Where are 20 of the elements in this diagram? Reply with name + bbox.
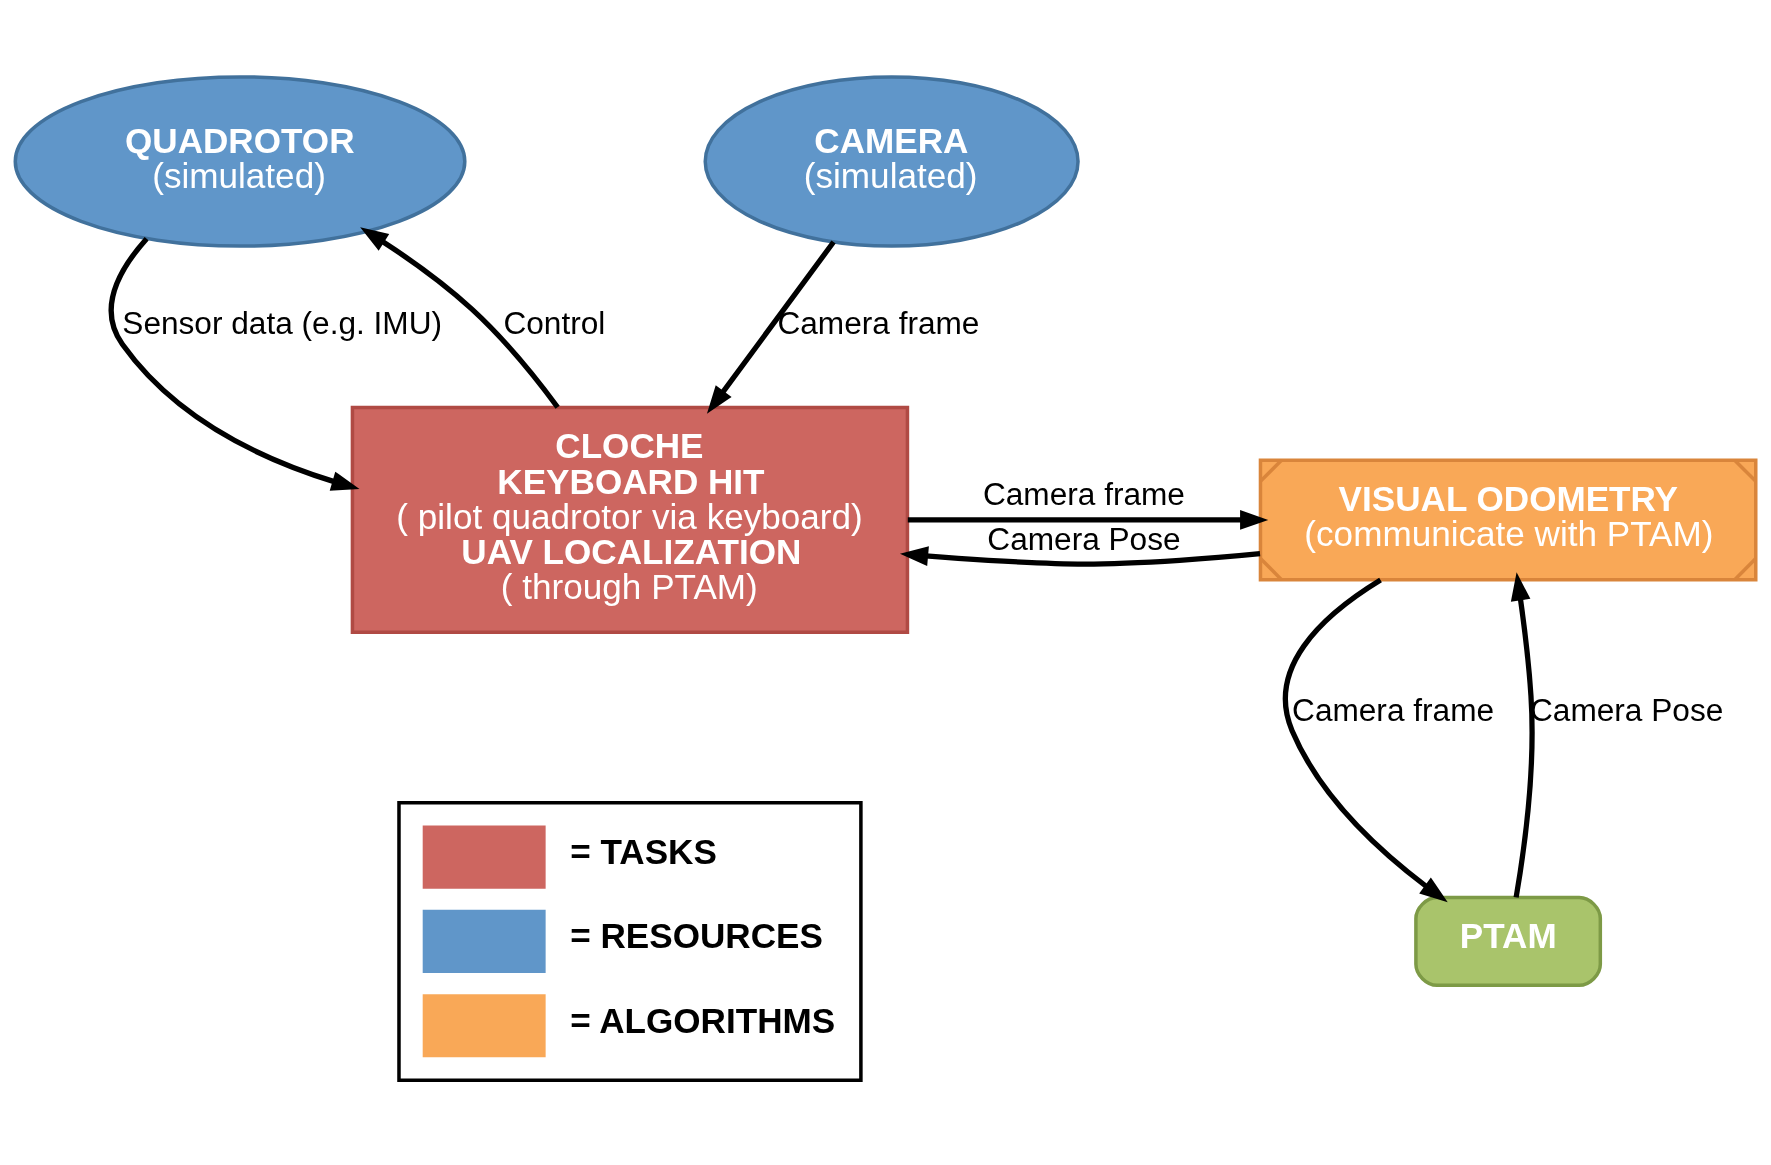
arrow	[706, 239, 836, 414]
node-box: PTAM	[1414, 895, 1603, 987]
legend-label: = ALGORITHMS	[570, 1000, 836, 1040]
node-ellipse: CAMERA (simulated)	[703, 74, 1080, 248]
edge-label: Control	[503, 304, 606, 341]
arrow	[1282, 577, 1448, 902]
arrow	[360, 226, 560, 409]
edge-label: Camera Pose	[987, 520, 1181, 557]
arrow	[907, 509, 1269, 530]
edge-label: Camera frame	[777, 304, 980, 341]
arrow	[1510, 571, 1535, 898]
legend-label: = RESOURCES	[570, 915, 823, 955]
node-ellipse: QUADROTOR (simulated)	[13, 74, 467, 248]
legend-label: = TASKS	[570, 831, 717, 871]
arrow	[899, 545, 1261, 567]
node-box: CLOCHE KEYBOARD HIT ( pilot quadrotor via keyboard) UAV LOCALIZATION ( through PTAM)	[350, 405, 910, 634]
edge-label: Sensor data (e.g. IMU)	[122, 304, 443, 341]
arrow	[108, 236, 360, 491]
edge-label: Camera frame	[982, 475, 1185, 512]
edge-label: Camera frame	[1292, 691, 1495, 728]
